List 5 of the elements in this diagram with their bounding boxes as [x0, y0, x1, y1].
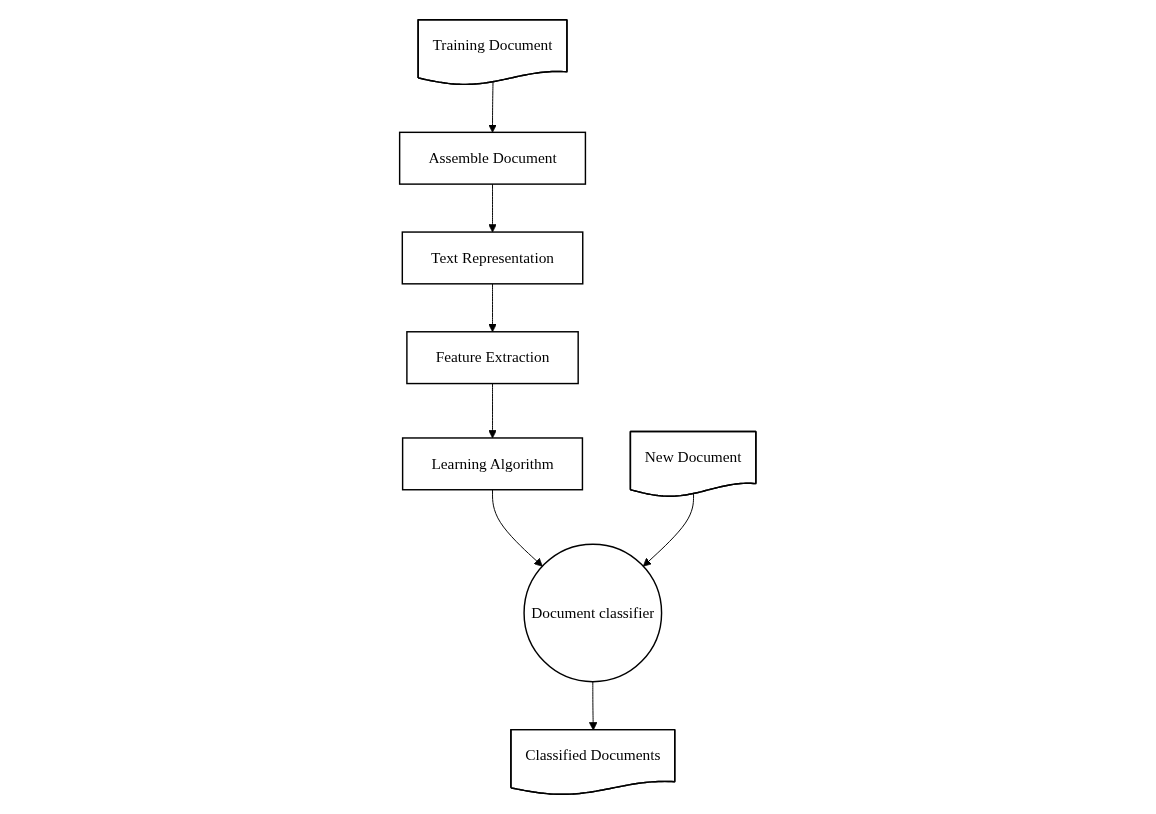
node-box: Feature Extraction — [406, 331, 580, 385]
node-box: Assemble Document — [399, 131, 587, 185]
node-box: Text Representation — [401, 231, 584, 285]
node-circle: Document classifier — [523, 543, 663, 683]
node-box: Learning Algorithm — [402, 437, 584, 491]
